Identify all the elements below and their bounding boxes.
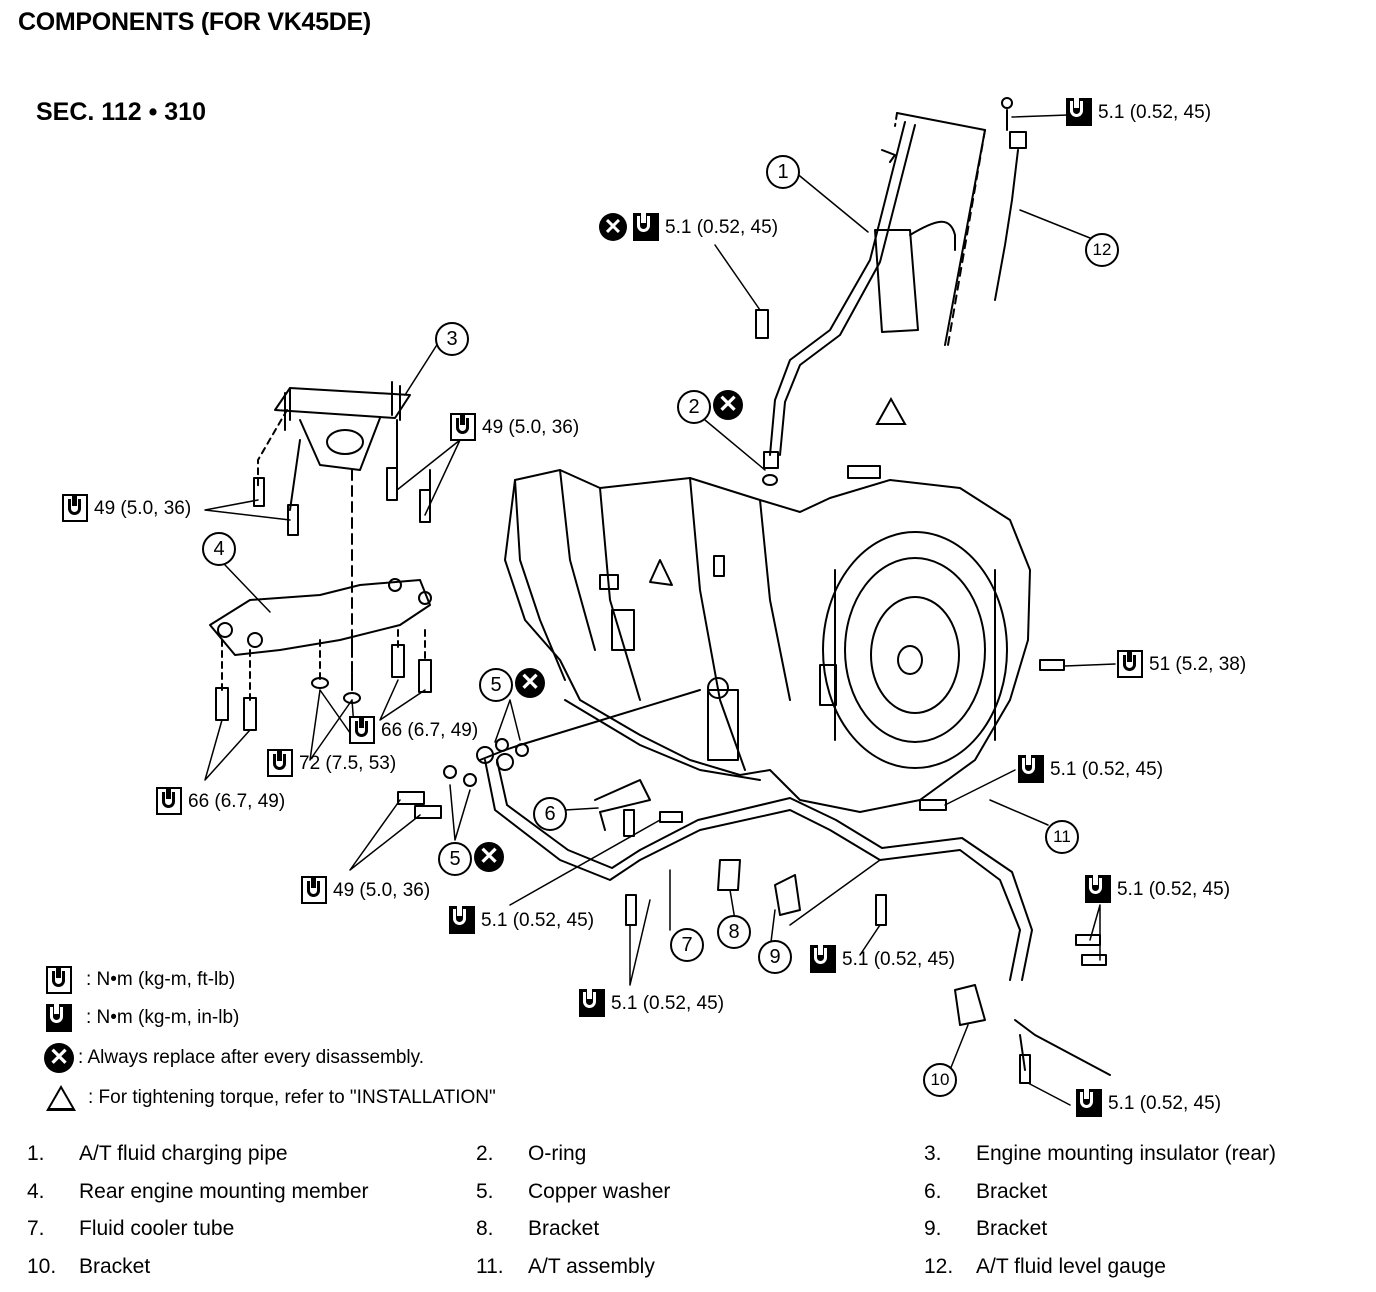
callout-4: 4 — [202, 532, 236, 566]
callout-1: 1 — [766, 155, 800, 189]
torque-value: 49 (5.0, 36) — [333, 879, 431, 901]
torque-ftlb-icon — [301, 876, 327, 904]
torque-inlb-icon — [1066, 98, 1092, 126]
torque-inlb-icon — [1018, 755, 1044, 783]
torque-value: 5.1 (0.52, 45) — [481, 909, 595, 931]
replace-icon: ✕ — [44, 1043, 74, 1073]
charging-pipe-drawing — [762, 121, 956, 486]
cooler-tubes-drawing — [397, 689, 1033, 981]
section-number: SEC. 112 • 310 — [36, 98, 206, 126]
torque-dipstick-bolt: 5.1 (0.52, 45) — [1066, 98, 1211, 126]
callout-12: 12 — [1085, 233, 1119, 267]
torque-ftlb-icon — [349, 716, 375, 744]
callout-8: 8 — [717, 915, 751, 949]
part-item: 2.O-ring — [476, 1142, 587, 1165]
torque-bracket10-bottom: 5.1 (0.52, 45) — [1076, 1089, 1221, 1117]
callout-3: 3 — [435, 322, 469, 356]
page-title: COMPONENTS (FOR VK45DE) — [18, 8, 371, 36]
part-item: 3.Engine mounting insulator (rear) — [924, 1142, 1276, 1165]
torque-inlb-icon — [1085, 875, 1111, 903]
legend-installation: : For tightening torque, refer to "INSTA… — [46, 1085, 496, 1111]
callout-5-top: 5 — [479, 668, 513, 702]
torque-ftlb-icon — [450, 413, 476, 441]
legend-replace: ✕ : Always replace after every disassemb… — [44, 1043, 424, 1073]
torque-value: 5.1 (0.52, 45) — [665, 216, 779, 238]
part-item: 8.Bracket — [476, 1217, 600, 1240]
torque-member-center: 72 (7.5, 53) — [267, 749, 396, 777]
torque-bracket7: 5.1 (0.52, 45) — [579, 989, 724, 1017]
part-item: 12.A/T fluid level gauge — [924, 1255, 1166, 1278]
torque-insulator-right: 49 (5.0, 36) — [450, 413, 579, 441]
callout-2: 2 — [677, 390, 711, 424]
torque-value: 5.1 (0.52, 45) — [1117, 878, 1231, 900]
triangle-icon — [46, 1085, 76, 1111]
part-item: 4.Rear engine mounting member — [27, 1180, 369, 1203]
part-item: 7.Fluid cooler tube — [27, 1217, 235, 1240]
legend-text: : N•m (kg-m, in-lb) — [86, 1007, 240, 1028]
callout-7: 7 — [670, 928, 704, 962]
legend-ftlb: : N•m (kg-m, ft-lb) — [46, 966, 235, 994]
torque-value: 5.1 (0.52, 45) — [1050, 758, 1164, 780]
torque-inlb-icon — [579, 989, 605, 1017]
legend-text: : For tightening torque, refer to "INSTA… — [88, 1087, 496, 1108]
torque-inlb-icon — [1076, 1089, 1102, 1117]
torque-inlb-icon — [810, 945, 836, 973]
torque-value: 5.1 (0.52, 45) — [842, 948, 956, 970]
transmission-case-drawing — [504, 469, 1031, 813]
part-item: 1.A/T fluid charging pipe — [27, 1142, 288, 1165]
torque-value: 5.1 (0.52, 45) — [1108, 1092, 1222, 1114]
replace-icon-5-bottom: ✕ — [474, 842, 504, 872]
torque-member-right: 66 (6.7, 49) — [349, 716, 478, 744]
legend-text: : N•m (kg-m, ft-lb) — [86, 969, 236, 990]
part-item: 9.Bracket — [924, 1217, 1048, 1240]
callout-11: 11 — [1045, 820, 1079, 854]
part-item: 10.Bracket — [27, 1255, 151, 1278]
torque-ftlb-icon — [156, 787, 182, 815]
replace-icon-5-top: ✕ — [515, 668, 545, 698]
torque-inlb-icon — [449, 906, 475, 934]
replace-icon: ✕ — [599, 213, 627, 241]
torque-value: 49 (5.0, 36) — [94, 497, 192, 519]
callout-6: 6 — [533, 797, 567, 831]
torque-bracket6: 5.1 (0.52, 45) — [449, 906, 594, 934]
torque-value: 51 (5.2, 38) — [1149, 653, 1247, 675]
torque-value: 49 (5.0, 36) — [482, 416, 580, 438]
torque-value: 72 (7.5, 53) — [299, 752, 397, 774]
callout-10: 10 — [923, 1063, 957, 1097]
replace-icon-2: ✕ — [713, 390, 743, 420]
torque-insulator-left: 49 (5.0, 36) — [62, 494, 191, 522]
torque-value: 5.1 (0.52, 45) — [611, 992, 725, 1014]
gauge-drawing — [894, 97, 1027, 346]
callout-9: 9 — [758, 940, 792, 974]
torque-value: 66 (6.7, 49) — [381, 719, 479, 741]
torque-pipe-bolt: ✕ 5.1 (0.52, 45) — [599, 213, 778, 241]
torque-inlb-icon — [633, 213, 659, 241]
part-item: 11.A/T assembly — [476, 1255, 655, 1278]
torque-inlb-icon — [46, 1004, 72, 1032]
torque-member-left: 66 (6.7, 49) — [156, 787, 285, 815]
part-item: 5.Copper washer — [476, 1180, 671, 1203]
torque-ftlb-icon — [267, 749, 293, 777]
torque-converter: 51 (5.2, 38) — [1117, 650, 1246, 678]
torque-value: 5.1 (0.52, 45) — [1098, 101, 1212, 123]
torque-housing-bolt: 5.1 (0.52, 45) — [1018, 755, 1163, 783]
legend-inlb: : N•m (kg-m, in-lb) — [46, 1004, 239, 1032]
member-drawing — [209, 578, 432, 701]
installation-triangle-mark — [875, 396, 907, 425]
torque-ftlb-icon — [1117, 650, 1143, 678]
torque-value: 66 (6.7, 49) — [188, 790, 286, 812]
legend-text: : Always replace after every disassembly… — [78, 1047, 425, 1068]
part-item: 6.Bracket — [924, 1180, 1048, 1203]
torque-ftlb-icon — [62, 494, 88, 522]
torque-bracket9: 5.1 (0.52, 45) — [810, 945, 955, 973]
insulator-drawing — [257, 381, 431, 691]
torque-bracket10-top: 5.1 (0.52, 45) — [1085, 875, 1230, 903]
torque-cooler-bolts: 49 (5.0, 36) — [301, 876, 430, 904]
callout-5-bottom: 5 — [438, 842, 472, 876]
insulator-bolts-drawing — [253, 467, 431, 536]
torque-ftlb-icon — [46, 966, 72, 994]
brackets-drawing — [594, 309, 1111, 1084]
